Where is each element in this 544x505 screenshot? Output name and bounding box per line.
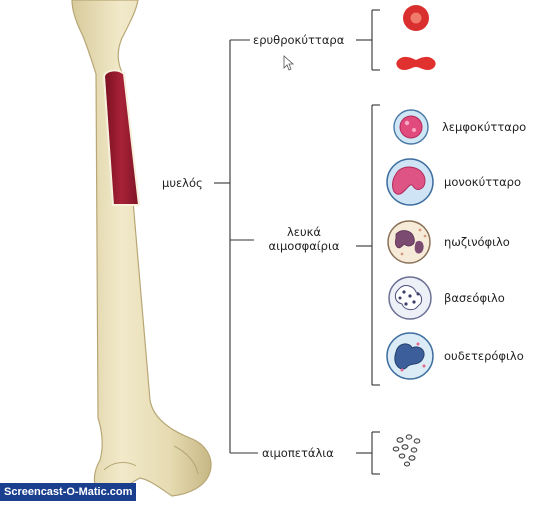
basophil-icon [389,277,431,319]
neutrophil-label: ουδετερόφιλο [444,349,524,363]
lymphocyte-icon [394,110,428,144]
red-cells-label: ερυθροκύτταρα [253,33,344,47]
red-cell-side-icon [396,57,435,70]
femur-bone [72,0,211,498]
red-cell-top-icon [403,5,429,31]
eosinophil-icon [388,221,430,263]
white-cells-label-line2: αιμοσφαίρια [254,239,354,253]
eosinophil-label: ηωζινόφιλο [444,235,510,249]
platelets-icon [393,435,420,466]
neutrophil-icon [387,333,433,379]
basophil-label: βασεόφιλο [444,291,505,305]
white-cells-label: λευκά αιμοσφαίρια [254,225,354,253]
marrow-label: μυελός [162,176,203,190]
watermark: Screencast-O-Matic.com [0,483,136,501]
platelets-label: αιμοπετάλια [262,446,334,460]
white-cells-label-line1: λευκά [254,225,354,239]
monocyte-label: μονοκύτταρο [444,175,521,189]
lymphocyte-label: λεμφοκύτταρο [442,120,526,134]
mouse-cursor-icon [284,56,293,70]
monocyte-icon [387,159,433,205]
